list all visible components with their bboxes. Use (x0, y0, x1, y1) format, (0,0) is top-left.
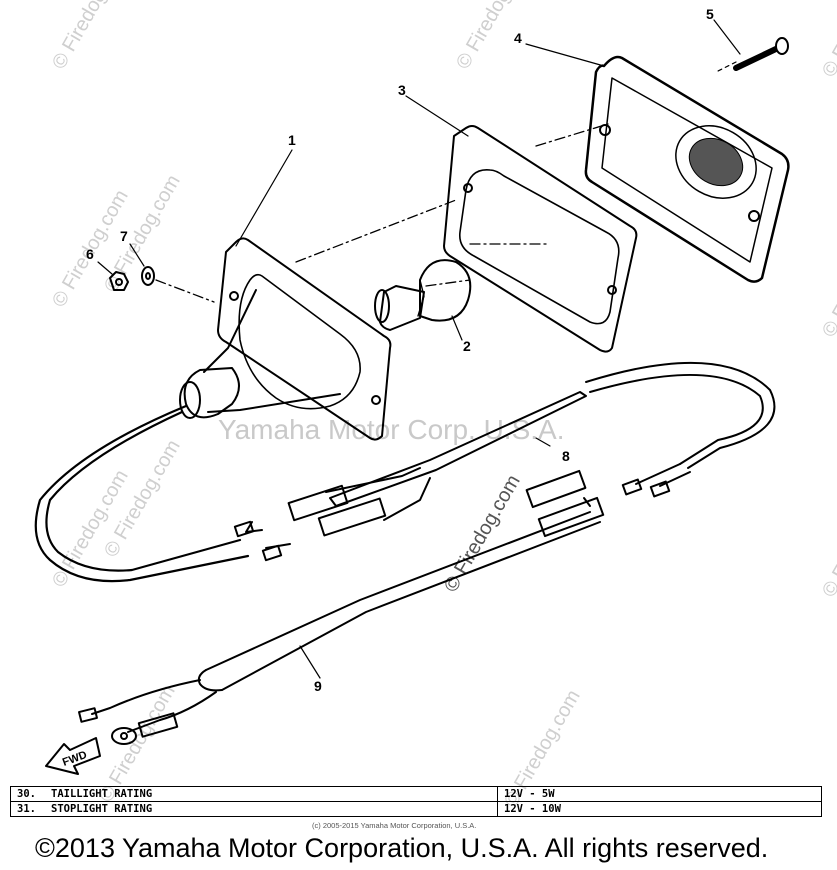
spec-name: TAILLIGHT RATING (45, 786, 498, 802)
spec-name: STOPLIGHT RATING (45, 801, 498, 817)
callout-9: 9 (314, 678, 322, 694)
nut-part-6 (109, 271, 129, 291)
alignment-lines (155, 123, 609, 303)
spec-value: 12V - 10W (497, 801, 822, 817)
callout-4: 4 (514, 30, 522, 46)
callout-3: 3 (398, 82, 406, 98)
copyright-notice: ©2013 Yamaha Motor Corporation, U.S.A. A… (35, 833, 769, 863)
callout-2: 2 (463, 338, 471, 354)
callout-6: 6 (86, 246, 94, 262)
lens-housing-part-4 (584, 55, 790, 283)
spec-row: 31. STOPLIGHT RATING 12V - 10W (10, 801, 822, 817)
callout-5: 5 (706, 6, 714, 22)
spec-num: 31. (10, 801, 45, 817)
lamp-base-part-1 (179, 237, 392, 441)
screw-part-5 (715, 37, 789, 73)
spec-num: 30. (10, 786, 45, 802)
callout-8: 8 (562, 448, 570, 464)
bulb-part-2 (374, 259, 472, 331)
spec-value: 12V - 5W (497, 786, 822, 802)
spec-row: 30. TAILLIGHT RATING 12V - 5W (10, 786, 822, 802)
wire-harness-part-8 (34, 361, 776, 583)
gasket-part-3 (443, 125, 638, 353)
fwd-arrow (45, 737, 101, 775)
callout-1: 1 (288, 132, 296, 148)
leader-lines (97, 19, 741, 679)
wire-harness-part-9 (78, 469, 605, 745)
spec-table: 30. TAILLIGHT RATING 12V - 5W 31. STOPLI… (10, 786, 822, 817)
center-watermark: Yamaha Motor Corp. U.S.A. (218, 414, 565, 445)
small-copyright: (c) 2005-2015 Yamaha Motor Corporation, … (312, 821, 477, 830)
washer-part-7 (141, 266, 155, 286)
callout-7: 7 (120, 228, 128, 244)
